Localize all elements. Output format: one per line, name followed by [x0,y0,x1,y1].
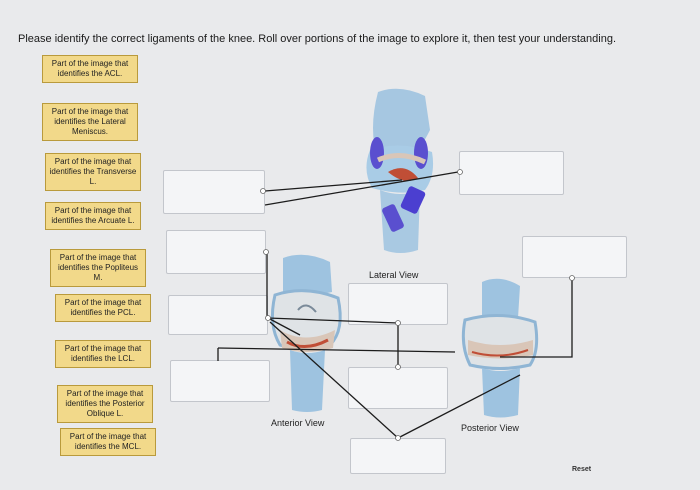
leader-lines [217,171,573,439]
posterior-view-knee[interactable] [461,278,539,418]
label-tile-lateral-meniscus[interactable]: Part of the image that identifies the La… [42,103,138,141]
lateral-view-knee[interactable] [366,88,434,253]
label-tile-transverse-l[interactable]: Part of the image that identifies the Tr… [45,153,141,191]
drop-target-8[interactable] [459,151,564,195]
posterior-view-label: Posterior View [461,423,519,433]
label-tile-pcl[interactable]: Part of the image that identifies the PC… [55,294,151,322]
anterior-view-label: Anterior View [271,418,325,428]
label-tile-lcl[interactable]: Part of the image that identifies the LC… [55,340,151,368]
label-tile-acl[interactable]: Part of the image that identifies the AC… [42,55,138,83]
instruction-text: Please identify the correct ligaments of… [18,33,617,45]
anterior-view-knee[interactable] [270,254,342,412]
connector-dots [260,169,575,441]
label-tile-mcl[interactable]: Part of the image that identifies the MC… [60,428,156,456]
drop-target-9[interactable] [522,236,627,278]
label-tile-posterior-oblique-l[interactable]: Part of the image that identifies the Po… [57,385,153,423]
label-tile-arcuate-l[interactable]: Part of the image that identifies the Ar… [45,202,141,230]
drop-target-6[interactable] [348,367,448,409]
label-tile-popliteus-m[interactable]: Part of the image that identifies the Po… [50,249,146,287]
lateral-view-label: Lateral View [369,270,419,280]
drop-target-1[interactable] [163,170,265,214]
drop-target-2[interactable] [166,230,266,274]
drop-target-4[interactable] [170,360,270,402]
reset-button[interactable]: Reset [572,466,592,473]
